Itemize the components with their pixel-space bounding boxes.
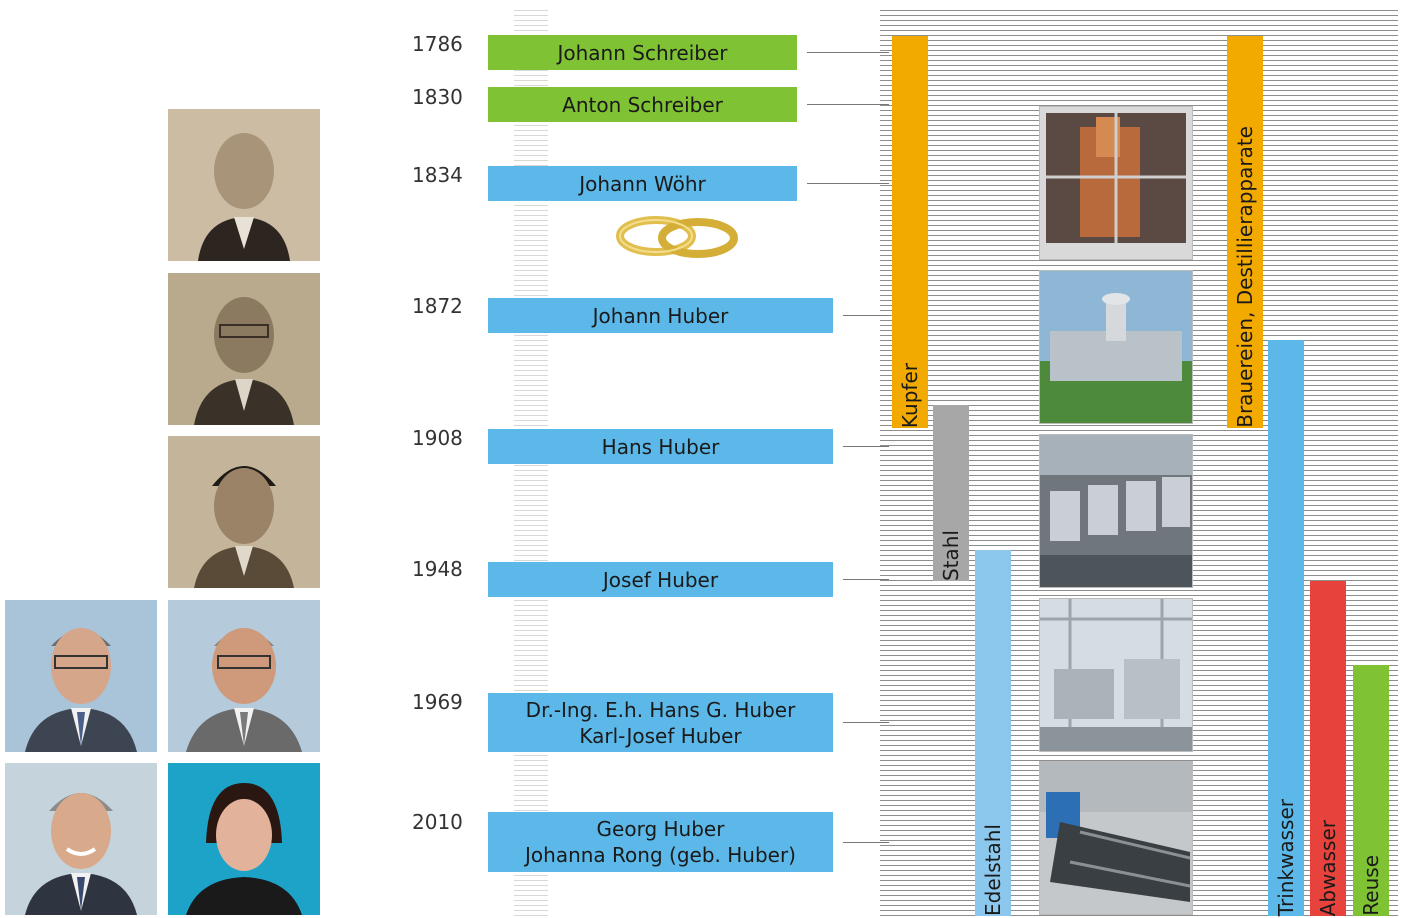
portrait-6 (5, 763, 157, 915)
year-1830: 1830 (412, 85, 463, 109)
namebox-johann-huber: Johann Huber (488, 298, 833, 333)
bar-label: Brauereien, Destillierapparate (1233, 126, 1257, 428)
bar-label: Abwasser (1316, 819, 1340, 916)
bar-edelstahl: Edelstahl (975, 550, 1011, 916)
namebox-hans-g-karl-josef-huber: Dr.-Ing. E.h. Hans G. Huber Karl-Josef H… (488, 693, 833, 752)
name-label: Georg Huber (596, 817, 725, 841)
portrait-5 (168, 600, 320, 752)
bar-label: Trinkwasser (1274, 798, 1298, 916)
portrait-1 (168, 109, 320, 261)
year-1908: 1908 (412, 426, 463, 450)
connector-line (843, 722, 889, 723)
name-label: Johanna Rong (geb. Huber) (525, 843, 796, 867)
connector-line (807, 104, 889, 105)
portrait-3 (168, 436, 320, 588)
year-2010: 2010 (412, 810, 463, 834)
portrait-4 (5, 600, 157, 752)
year-1786: 1786 (412, 32, 463, 56)
connector-line (807, 52, 889, 53)
connector-line (843, 315, 889, 316)
bar-stahl: Stahl (933, 405, 969, 581)
name-label: Johann Wöhr (579, 171, 706, 196)
photo-manhole-cover (1039, 270, 1193, 424)
bar-brauereien-destillierapparate: Brauereien, Destillierapparate (1227, 36, 1263, 428)
namebox-hans-huber: Hans Huber (488, 429, 833, 464)
connector-line (843, 446, 889, 447)
bar-abwasser: Abwasser (1310, 581, 1346, 916)
bar-kupfer: Kupfer (892, 36, 928, 428)
name-label: Johann Huber (592, 303, 729, 328)
bar-label: Edelstahl (981, 824, 1005, 916)
year-1872: 1872 (412, 294, 463, 318)
name-label: Anton Schreiber (562, 92, 723, 117)
namebox-anton-schreiber: Anton Schreiber (488, 87, 797, 122)
namebox-johann-woehr: Johann Wöhr (488, 166, 797, 201)
bar-label: Stahl (939, 529, 963, 581)
photo-screens (1039, 434, 1193, 588)
name-label: Johann Schreiber (557, 40, 728, 65)
bar-reuse: Reuse (1353, 665, 1389, 916)
bar-label: Reuse (1359, 855, 1383, 916)
photo-distillery (1039, 106, 1193, 260)
portrait-2 (168, 273, 320, 425)
name-label: Hans Huber (601, 434, 720, 459)
portrait-7 (168, 763, 320, 915)
namebox-georg-huber-johanna-rong: Georg Huber Johanna Rong (geb. Huber) (488, 812, 833, 872)
bar-label: Kupfer (898, 362, 922, 428)
year-1969: 1969 (412, 690, 463, 714)
namebox-johann-schreiber: Johann Schreiber (488, 35, 797, 70)
name-label: Dr.-Ing. E.h. Hans G. Huber (525, 697, 796, 722)
name-label: Karl-Josef Huber (579, 723, 742, 748)
namebox-josef-huber: Josef Huber (488, 562, 833, 597)
connector-line (807, 183, 889, 184)
wedding-rings-icon (616, 216, 738, 258)
bar-trinkwasser: Trinkwasser (1268, 340, 1304, 916)
photo-factory-hall (1039, 598, 1193, 752)
year-1834: 1834 (412, 163, 463, 187)
year-1948: 1948 (412, 557, 463, 581)
photo-water-treatment (1039, 761, 1193, 915)
connector-line (843, 579, 889, 580)
name-label: Josef Huber (602, 567, 719, 592)
connector-line (843, 842, 889, 843)
